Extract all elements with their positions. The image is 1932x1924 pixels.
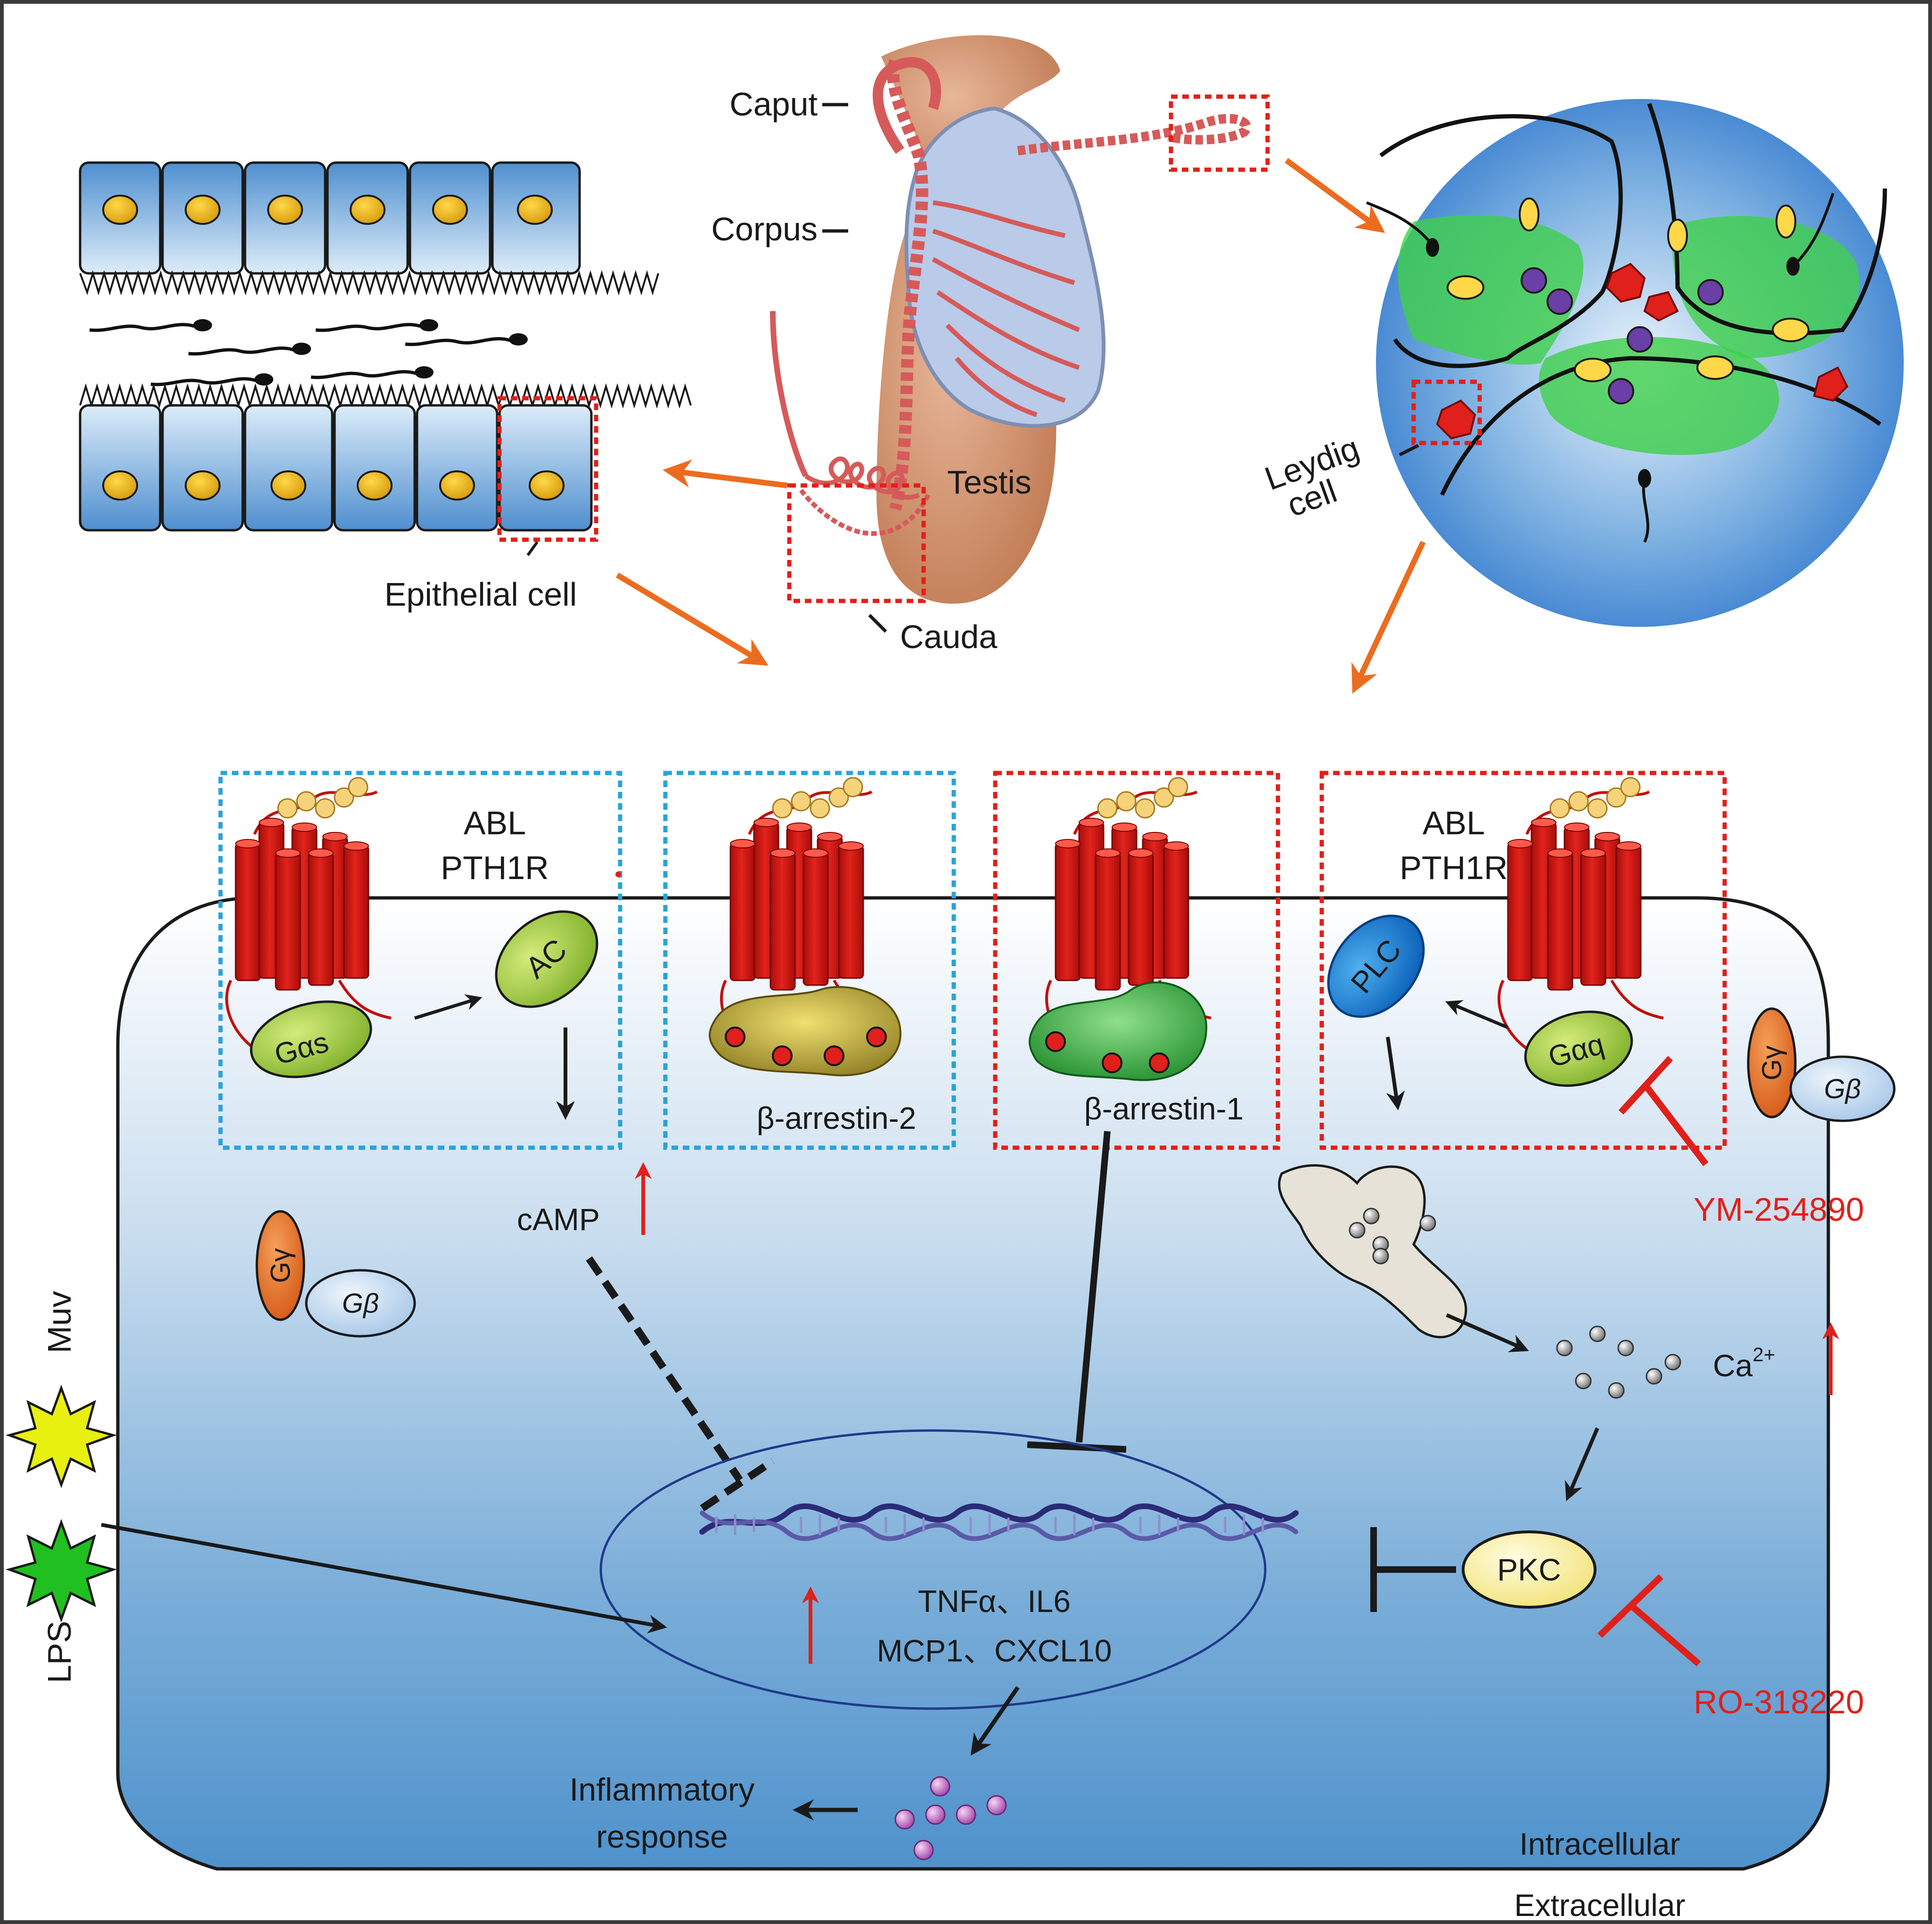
cauda-highlight-box bbox=[787, 483, 926, 603]
pth1r-label-right: PTH1R bbox=[1400, 849, 1507, 886]
seminiferous-tubules-illustration bbox=[1366, 99, 1904, 627]
gas-pathway-box bbox=[218, 771, 622, 1150]
pkc-enzyme: PKC bbox=[1462, 1530, 1596, 1609]
calcium-label: Ca2+ bbox=[1713, 1343, 1775, 1383]
dna-helix bbox=[699, 1503, 1299, 1541]
barrestin1-label: β-arrestin-1 bbox=[1084, 1091, 1244, 1126]
leydig-cell-highlight-box bbox=[1411, 379, 1482, 445]
camp-label: cAMP bbox=[517, 1202, 600, 1237]
svg-text:Gγ: Gγ bbox=[265, 1248, 296, 1283]
lps-label: LPS bbox=[41, 1621, 78, 1683]
cell-body bbox=[116, 896, 1830, 1871]
svg-text:Gγ: Gγ bbox=[1757, 1045, 1787, 1080]
gaq-protein: Gαq bbox=[1524, 1011, 1633, 1087]
endoplasmic-reticulum bbox=[1278, 1164, 1467, 1339]
epithelial-cell-label: Epithelial cell bbox=[385, 576, 577, 613]
g-beta-gamma-right: Gγ Gβ bbox=[1747, 1007, 1896, 1122]
barr1-inhibition-line bbox=[1076, 1131, 1111, 1443]
muv-star-icon bbox=[5, 1384, 117, 1488]
secreted-cytokines bbox=[894, 1776, 1007, 1860]
gas-to-ac-arrow bbox=[414, 994, 483, 1020]
epithelium-bottom-row bbox=[79, 383, 692, 532]
calcium-ions bbox=[1556, 1325, 1681, 1399]
abl-label-right: ABL bbox=[1423, 805, 1485, 841]
testis-illustration bbox=[770, 35, 1252, 604]
camp-dashed-inhibition bbox=[586, 1256, 743, 1482]
gaq-pathway-box bbox=[1319, 771, 1727, 1150]
corpus-label: Corpus bbox=[711, 211, 818, 247]
muv-label: Muv bbox=[41, 1291, 78, 1353]
ro-inhibitor-symbol bbox=[1597, 1574, 1701, 1667]
svg-text:PKC: PKC bbox=[1497, 1552, 1561, 1587]
lps-to-nucleus-arrow bbox=[101, 1523, 667, 1634]
barrestin2-label: β-arrestin-2 bbox=[757, 1101, 917, 1135]
adenylyl-cyclase: AC bbox=[495, 910, 598, 1008]
g-beta-gamma-left: Gγ Gβ bbox=[255, 1210, 416, 1338]
testis-label: Testis bbox=[947, 464, 1031, 501]
svg-text:Gβ: Gβ bbox=[342, 1288, 379, 1319]
intracellular-label: Intracellular bbox=[1519, 1826, 1680, 1861]
epithelium-top-row bbox=[79, 161, 659, 296]
nucleus-to-secretion-arrow bbox=[970, 1686, 1020, 1756]
barrestin2-blob bbox=[709, 986, 901, 1077]
caput-label: Caput bbox=[729, 86, 818, 123]
barrestin1-box bbox=[993, 771, 1280, 1150]
inflammatory-label-line2: response bbox=[596, 1819, 728, 1855]
er-to-calcium-arrow bbox=[1446, 1313, 1529, 1352]
lps-star-icon bbox=[5, 1519, 117, 1623]
ym-inhibitor-symbol bbox=[1618, 1056, 1709, 1167]
cytokines-line1: TNFα、IL6 bbox=[918, 1584, 1071, 1619]
plc-enzyme: PLC bbox=[1327, 914, 1425, 1018]
epithelial-cell-highlight-box bbox=[497, 396, 598, 542]
svg-text:Gβ: Gβ bbox=[1824, 1074, 1861, 1104]
barrestin1-blob bbox=[1029, 981, 1208, 1081]
barrestin2-box bbox=[663, 771, 956, 1150]
abl-label-left: ABL bbox=[464, 805, 526, 841]
ro-318220-label: RO-318220 bbox=[1694, 1684, 1864, 1720]
gas-protein: Gαs bbox=[250, 1000, 372, 1078]
nucleus bbox=[599, 1429, 1267, 1710]
pth1r-label-left: PTH1R bbox=[441, 849, 548, 886]
extracellular-label: Extracellular bbox=[1514, 1888, 1685, 1923]
cauda-label: Cauda bbox=[900, 618, 997, 655]
gaq-to-plc-arrow bbox=[1445, 1000, 1509, 1029]
plc-down-arrow bbox=[1386, 1036, 1405, 1110]
ym-254890-label: YM-254890 bbox=[1694, 1191, 1864, 1228]
orange-connector-arrows bbox=[615, 158, 1426, 694]
inflammatory-label-line1: Inflammatory bbox=[570, 1772, 755, 1808]
cytokines-line2: MCP1、CXCL10 bbox=[877, 1633, 1112, 1668]
epithelium-illustration bbox=[79, 161, 692, 556]
calcium-to-pkc-arrow bbox=[1565, 1427, 1599, 1501]
testis-highlight-box bbox=[1169, 94, 1270, 172]
